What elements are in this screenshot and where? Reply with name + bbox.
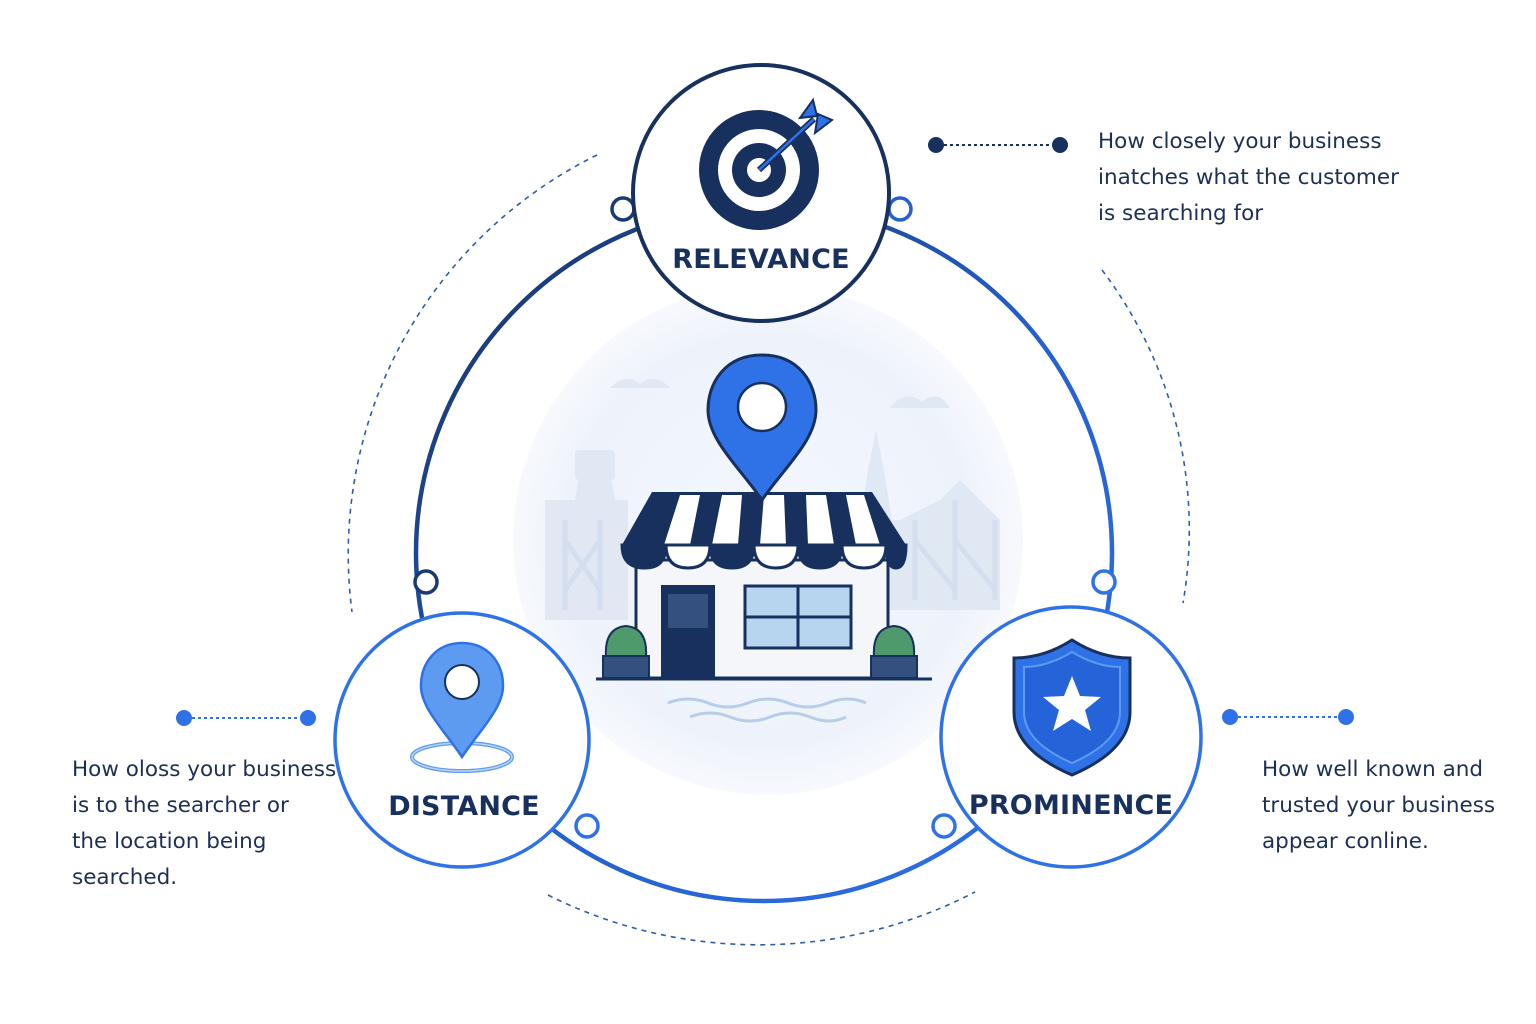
prominence-description-line: How well known and bbox=[1262, 757, 1484, 782]
outer-dashed-ring bbox=[347, 154, 1191, 946]
prominence-label: PROMINENCE bbox=[969, 790, 1173, 821]
distance-description-line: is to the searcher or bbox=[72, 793, 289, 818]
relevance-description-line: How closely your business bbox=[1098, 129, 1382, 154]
ring-connector-dots bbox=[413, 196, 1117, 839]
prominence-description: How well known and trusted your business… bbox=[1262, 752, 1495, 860]
center-location-pin-icon bbox=[706, 353, 818, 503]
distance-description-line: the location being bbox=[72, 829, 267, 854]
location-pin-icon bbox=[410, 641, 514, 773]
relevance-label: RELEVANCE bbox=[672, 244, 850, 275]
prominence-node: PROMINENCE bbox=[939, 605, 1203, 869]
prominence-connector bbox=[1222, 709, 1354, 725]
prominence-description-line: appear conline. bbox=[1262, 829, 1429, 854]
target-arrow-icon bbox=[699, 97, 834, 230]
prominence-description-line: trusted your business bbox=[1262, 793, 1496, 818]
relevance-description-line: inatches what the customer bbox=[1098, 165, 1399, 190]
distance-connector bbox=[176, 710, 316, 726]
relevance-node: RELEVANCE bbox=[631, 63, 891, 323]
distance-description-line: How oloss your business bbox=[72, 757, 337, 782]
relevance-description: How closely your business inatches what … bbox=[1098, 124, 1399, 232]
storefront-icon bbox=[596, 353, 932, 723]
distance-node: DISTANCE bbox=[333, 611, 591, 869]
relevance-description-line: is searching for bbox=[1098, 201, 1264, 226]
distance-description-line: searched. bbox=[72, 865, 178, 890]
shield-star-icon bbox=[1012, 638, 1132, 777]
distance-label: DISTANCE bbox=[388, 791, 540, 822]
distance-description: How oloss your business is to the search… bbox=[72, 752, 336, 896]
relevance-connector bbox=[928, 137, 1068, 153]
